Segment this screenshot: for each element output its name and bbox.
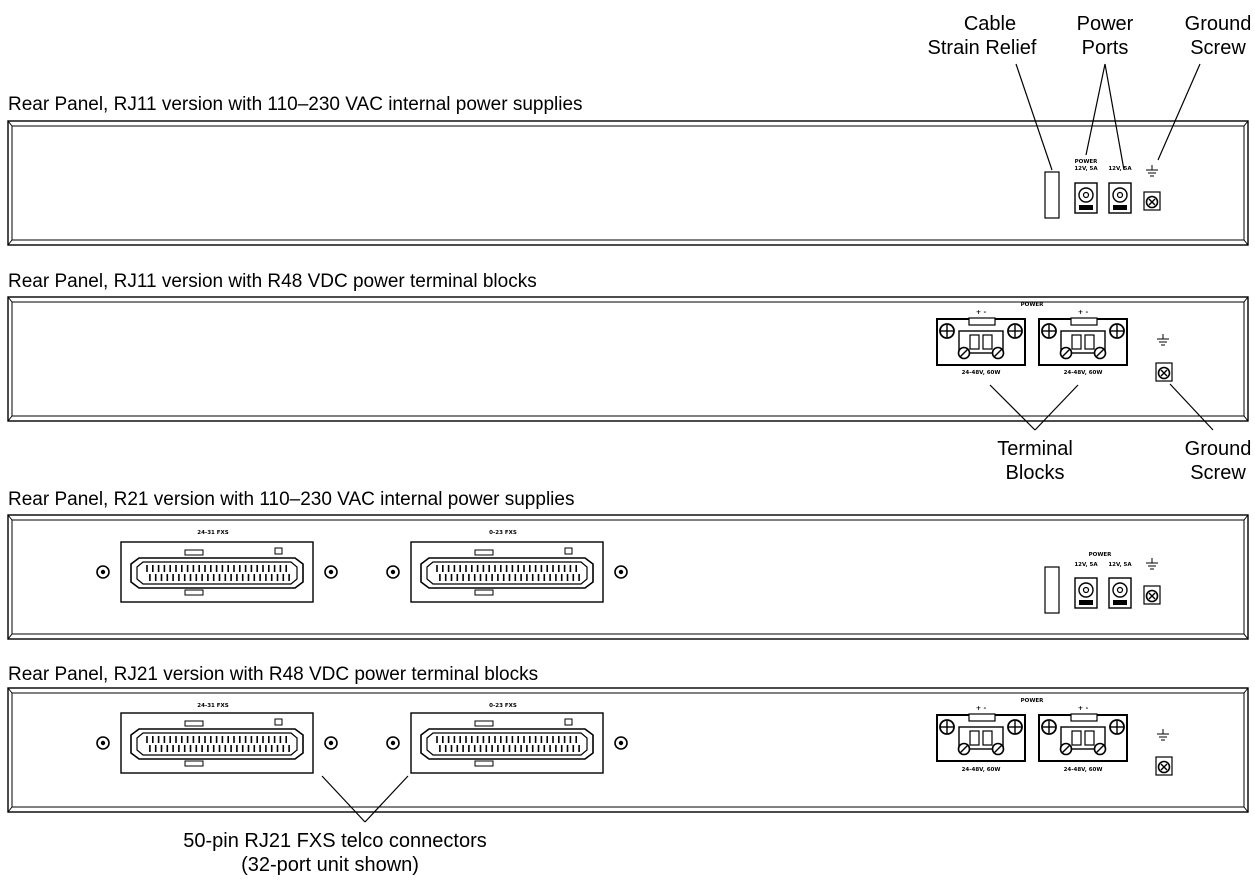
callout-ground-screw-top: Ground Screw [1157, 13, 1252, 161]
panel-3-title: Rear Panel, R21 version with 110–230 VAC… [8, 489, 574, 510]
ac-rating-label: 12V, 5A [1074, 166, 1098, 172]
connector-label: 24-31 FXS [197, 703, 229, 709]
ground-symbol-icon [1156, 333, 1170, 346]
polarity-label: + - [1078, 308, 1089, 316]
power-port-icon [1108, 577, 1132, 609]
power-label: POWER [1021, 698, 1045, 704]
ground-screw-icon [1155, 756, 1173, 776]
callout-line: Terminal [997, 438, 1073, 460]
callout-telco-connectors: 50-pin RJ21 FXS telco connectors (32-por… [183, 775, 487, 876]
panel-4-title: Rear Panel, RJ21 version with R48 VDC po… [8, 664, 538, 685]
terminal-block-icon [1038, 713, 1128, 762]
dc-rating-label: 24-48V, 60W [962, 767, 1001, 773]
panel-1: Rear Panel, RJ11 version with 110–230 VA… [7, 94, 1249, 246]
callout-line: 50-pin RJ21 FXS telco connectors [183, 830, 487, 852]
ground-symbol-icon [1156, 728, 1170, 741]
ac-rating-label: 12V, 5A [1108, 562, 1132, 568]
ac-rating-label: 12V, 5A [1074, 562, 1098, 568]
ground-symbol-icon [1145, 164, 1159, 177]
chassis-outline [7, 687, 1249, 813]
polarity-label: + - [976, 308, 987, 316]
callout-line: Blocks [1006, 462, 1065, 484]
ground-screw-icon [1143, 191, 1161, 211]
callout-line: Ground [1185, 438, 1252, 460]
telco-connector-icon [386, 541, 628, 603]
dc-rating-label: 24-48V, 60W [1064, 370, 1103, 376]
power-port-icon [1074, 577, 1098, 609]
callout-terminal-blocks: Terminal Blocks [989, 384, 1079, 484]
callout-ground-screw-mid: Ground Screw [1169, 383, 1252, 484]
panel-2: Rear Panel, RJ11 version with R48 VDC po… [7, 271, 1249, 422]
power-label: POWER [1021, 302, 1045, 308]
connector-label: 0-23 FXS [489, 530, 517, 536]
callout-line: Ports [1082, 37, 1129, 59]
panel-2-title: Rear Panel, RJ11 version with R48 VDC po… [8, 271, 537, 292]
power-label: POWER [1075, 159, 1099, 165]
callout-cable-strain-relief: Cable Strain Relief [928, 13, 1053, 171]
panel-3: Rear Panel, R21 version with 110–230 VAC… [7, 489, 1249, 640]
strain-relief-icon [1044, 171, 1060, 219]
power-label: POWER [1089, 552, 1113, 558]
polarity-label: + - [1078, 704, 1089, 712]
polarity-label: + - [976, 704, 987, 712]
callout-power-ports: Power Ports [1077, 13, 1134, 171]
callout-line: Power [1077, 13, 1134, 35]
power-port-icon [1108, 182, 1132, 214]
ac-rating-label: 12V, 5A [1108, 166, 1132, 172]
terminal-block-icon [936, 713, 1026, 762]
power-port-icon [1074, 182, 1098, 214]
callout-line: Screw [1190, 37, 1246, 59]
panel-1-title: Rear Panel, RJ11 version with 110–230 VA… [8, 94, 583, 115]
telco-connector-icon [96, 712, 338, 774]
panel-4: Rear Panel, RJ21 version with R48 VDC po… [7, 664, 1249, 813]
callout-line: Screw [1190, 462, 1246, 484]
ground-screw-icon [1155, 362, 1173, 382]
callout-line: Ground [1185, 13, 1252, 35]
chassis-outline [7, 514, 1249, 640]
telco-connector-icon [96, 541, 338, 603]
dc-rating-label: 24-48V, 60W [1064, 767, 1103, 773]
dc-rating-label: 24-48V, 60W [962, 370, 1001, 376]
ground-screw-icon [1143, 585, 1161, 605]
chassis-outline [7, 120, 1249, 246]
chassis-outline [7, 296, 1249, 422]
strain-relief-icon [1044, 566, 1060, 614]
connector-label: 24-31 FXS [197, 530, 229, 536]
callout-line: (32-port unit shown) [241, 854, 419, 876]
ground-symbol-icon [1145, 557, 1159, 570]
telco-connector-icon [386, 712, 628, 774]
callout-line: Strain Relief [928, 37, 1037, 59]
connector-label: 0-23 FXS [489, 703, 517, 709]
terminal-block-icon [1038, 317, 1128, 366]
terminal-block-icon [936, 317, 1026, 366]
callout-line: Cable [964, 13, 1016, 35]
